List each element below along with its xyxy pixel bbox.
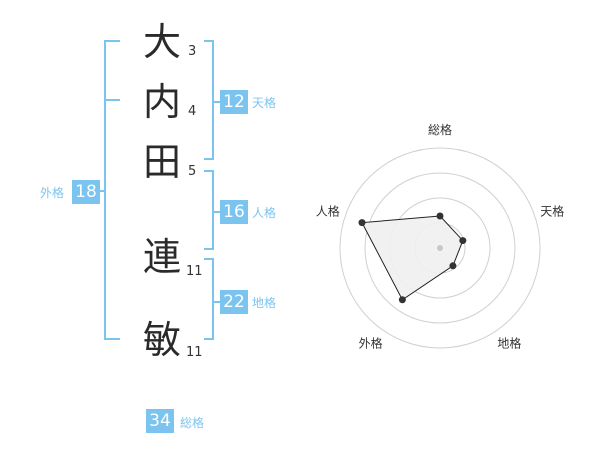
radar-label: 外格 <box>359 335 383 350</box>
tenkaku-label: 天格 <box>252 96 277 110</box>
radar-ring-4 <box>339 147 541 349</box>
stroke-count-2: 4 <box>188 104 197 119</box>
radar-point-天格 <box>459 237 467 245</box>
radar-point-外格 <box>398 296 406 304</box>
radar-points <box>358 212 467 304</box>
radar-label: 総格 <box>428 122 452 137</box>
chikaku-bracket-bottom <box>204 338 214 340</box>
gaikaku-label: 外格 <box>40 186 65 200</box>
gaikaku-bracket-connector <box>98 190 106 192</box>
tenkaku-bracket-bottom <box>204 158 214 160</box>
chikaku-label: 地格 <box>252 296 277 310</box>
jinkaku-bracket-bottom <box>204 248 214 250</box>
radar-label: 地格 <box>497 335 521 350</box>
tenkaku-bracket-top <box>204 40 214 42</box>
stroke-count-1: 3 <box>188 44 197 59</box>
tenkaku-bracket-vertical <box>212 40 214 160</box>
chikaku-bracket-vertical <box>212 258 214 340</box>
name-char-5: 敏 <box>142 318 181 362</box>
name-char-1: 大 <box>142 20 181 64</box>
radar-label: 天格 <box>540 204 564 219</box>
radar-point-地格 <box>449 262 457 270</box>
radar-point-人格 <box>358 219 366 227</box>
soukaku-label: 総格 <box>180 416 205 430</box>
radar-center-dot <box>437 245 443 251</box>
name-char-3: 田 <box>142 140 181 184</box>
soukaku-value: 34 <box>146 409 174 433</box>
gaikaku-value: 18 <box>72 180 100 204</box>
chikaku-bracket-connector <box>212 301 220 303</box>
name-char-4: 連 <box>142 235 181 279</box>
gaikaku-bracket-mid <box>104 99 120 101</box>
radar-point-総格 <box>436 212 444 220</box>
jinkaku-bracket-vertical <box>212 170 214 250</box>
jinkaku-value: 16 <box>220 200 248 224</box>
stroke-count-3: 5 <box>188 164 197 179</box>
gaikaku-bracket-bottom <box>104 338 120 340</box>
radar-area <box>361 215 464 301</box>
stroke-count-4: 11 <box>186 264 203 279</box>
name-char-2: 内 <box>142 80 181 124</box>
gaikaku-bracket-top <box>104 40 120 42</box>
chikaku-value: 22 <box>220 290 248 314</box>
jinkaku-label: 人格 <box>252 206 277 220</box>
tenkaku-value: 12 <box>220 90 248 114</box>
jinkaku-bracket-connector <box>212 211 220 213</box>
radar-label: 人格 <box>316 204 340 219</box>
jinkaku-bracket-top <box>204 170 214 172</box>
tenkaku-bracket-connector <box>212 101 220 103</box>
stroke-count-5: 11 <box>186 345 203 360</box>
radar-ring-3 <box>364 172 516 324</box>
chikaku-bracket-top <box>204 258 214 260</box>
